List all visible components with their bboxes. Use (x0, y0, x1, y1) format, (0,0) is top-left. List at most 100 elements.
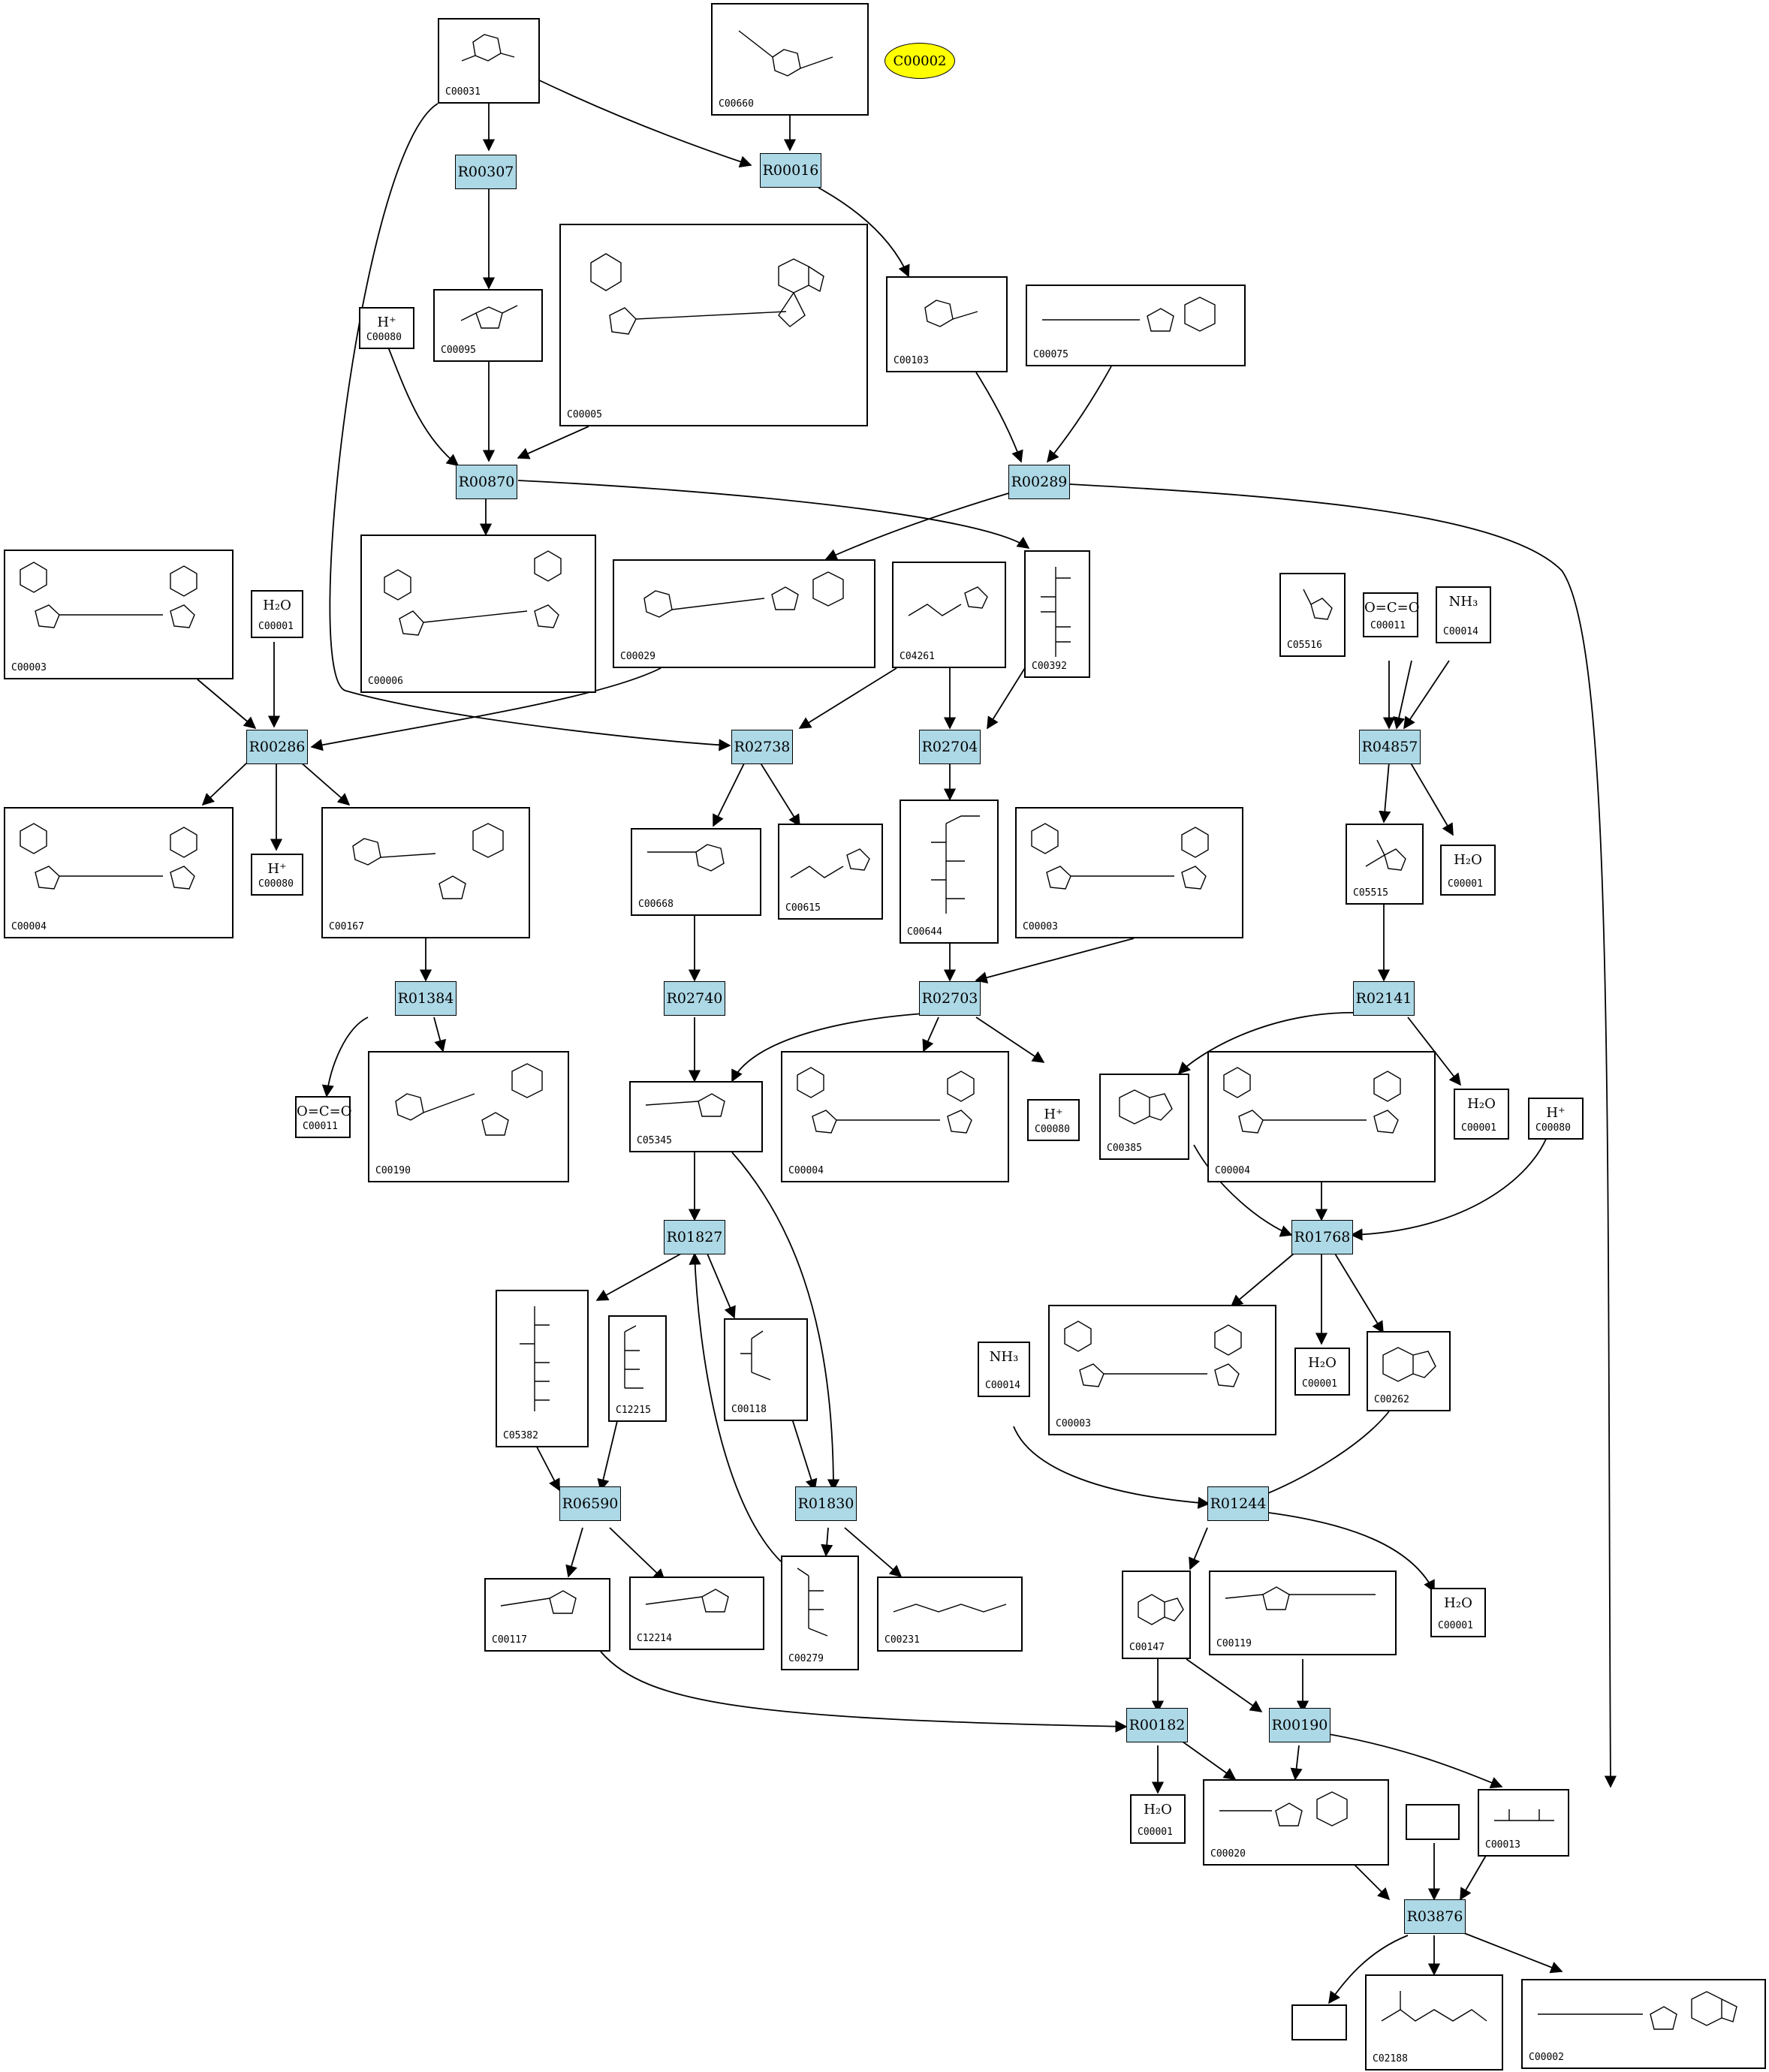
compound-c00644[interactable]: C00644 (900, 800, 999, 944)
reaction-R03876[interactable]: R03876 (1404, 1899, 1466, 1934)
reaction-R01768[interactable]: R01768 (1291, 1220, 1353, 1254)
compound-c05515[interactable]: C05515 (1346, 824, 1424, 905)
compound-c00011b[interactable]: O=C=O C00011 (295, 1096, 351, 1138)
compound-c12214[interactable]: C12214 (629, 1577, 764, 1650)
compound-c00001c[interactable]: H₂O C00001 (1454, 1089, 1509, 1140)
unnamed-compound-box[interactable] (1291, 2004, 1347, 2040)
compound-c00231[interactable]: C00231 (877, 1577, 1023, 1652)
compound-c05345[interactable]: C05345 (629, 1081, 763, 1152)
compound-c04261[interactable]: C04261 (892, 562, 1006, 668)
compound-id: C00147 (1129, 1642, 1165, 1653)
compound-id: C00004 (1215, 1165, 1250, 1176)
edge (1379, 761, 1391, 824)
compound-c00167[interactable]: C00167 (321, 807, 530, 938)
compound-c00075[interactable]: C00075 (1026, 285, 1246, 366)
compound-c05382[interactable]: C05382 (496, 1290, 589, 1447)
edge (565, 1527, 583, 1578)
compound-id: C02188 (1373, 2053, 1408, 2064)
reaction-R06590[interactable]: R06590 (559, 1486, 621, 1521)
compound-id: C00668 (638, 899, 674, 910)
reaction-R02141[interactable]: R02141 (1353, 981, 1415, 1016)
compound-c00003b[interactable]: C00003 (1015, 807, 1243, 938)
compound-c00080c[interactable]: H⁺ C00080 (1027, 1099, 1080, 1141)
compound-c00006[interactable]: C00006 (360, 535, 596, 693)
compound-c00001b[interactable]: H₂O C00001 (1440, 845, 1496, 896)
highlighted-compound-c00002[interactable]: C00002 (884, 43, 955, 79)
compound-c00118[interactable]: C00118 (724, 1318, 808, 1421)
compound-c00119[interactable]: C00119 (1209, 1571, 1397, 1655)
compound-c00001e[interactable]: H₂O C00001 (1430, 1588, 1486, 1637)
compound-c00004c[interactable]: C00004 (1207, 1051, 1436, 1182)
reaction-R01244[interactable]: R01244 (1207, 1486, 1269, 1521)
compound-c00080a[interactable]: H⁺ C00080 (359, 307, 414, 349)
compound-c00031[interactable]: C00031 (438, 18, 540, 104)
compound-c00668[interactable]: C00668 (631, 828, 761, 916)
compound-c05516[interactable]: C05516 (1279, 573, 1346, 657)
compound-c00117[interactable]: C00117 (484, 1578, 610, 1652)
compound-formula: H₂O (1308, 1355, 1337, 1371)
compound-id: C04261 (900, 651, 935, 662)
reaction-R00016[interactable]: R00016 (760, 153, 821, 188)
compound-c00029[interactable]: C00029 (613, 559, 875, 668)
compound-c02188[interactable]: C02188 (1365, 1974, 1503, 2070)
compound-c00615[interactable]: C00615 (778, 824, 883, 920)
reaction-R00870[interactable]: R00870 (456, 465, 517, 499)
reaction-R00190[interactable]: R00190 (1269, 1708, 1331, 1742)
compound-c00014b[interactable]: NH₃ C00014 (978, 1342, 1030, 1397)
compound-c00262[interactable]: C00262 (1367, 1331, 1451, 1411)
compound-c00001f[interactable]: H₂O C00001 (1130, 1794, 1186, 1844)
compound-c00103[interactable]: C00103 (886, 276, 1008, 372)
compound-c00011a[interactable]: O=C=O C00011 (1363, 592, 1419, 637)
compound-c00660[interactable]: C00660 (711, 3, 869, 116)
compound-c00080d[interactable]: H⁺ C00080 (1528, 1098, 1584, 1140)
compound-id: C00003 (1056, 1418, 1091, 1429)
reaction-R02740[interactable]: R02740 (664, 981, 725, 1016)
compound-c00095[interactable]: C00095 (433, 289, 543, 362)
reaction-R00182[interactable]: R00182 (1126, 1708, 1188, 1742)
compound-formula: H₂O (1467, 1096, 1496, 1112)
compound-c00020[interactable]: C00020 (1203, 1779, 1389, 1866)
compound-c00001a[interactable]: H₂O C00001 (251, 590, 303, 638)
compound-c00005[interactable]: C00005 (559, 224, 868, 426)
unnamed-compound-box[interactable] (1406, 1804, 1460, 1840)
compound-c00147[interactable]: C00147 (1122, 1571, 1191, 1659)
edge (600, 1651, 1128, 1733)
reaction-R01827[interactable]: R01827 (664, 1220, 725, 1254)
compound-c00080b[interactable]: H⁺ C00080 (251, 854, 303, 896)
compound-id: C00005 (567, 409, 602, 420)
compound-c00385[interactable]: C00385 (1099, 1074, 1189, 1160)
compound-c00392[interactable]: C00392 (1024, 550, 1090, 678)
structure-glyph (1381, 1991, 1487, 2022)
reaction-R01830[interactable]: R01830 (795, 1486, 857, 1521)
compound-c00190[interactable]: C00190 (368, 1051, 569, 1182)
edge (1186, 1658, 1263, 1712)
edge (1193, 1144, 1293, 1237)
compound-id: C05382 (503, 1430, 538, 1441)
edge (713, 761, 746, 827)
compound-c00003a[interactable]: C00003 (4, 550, 234, 679)
reaction-R00307[interactable]: R00307 (455, 155, 517, 189)
compound-id: C00231 (884, 1634, 920, 1646)
reaction-R02703[interactable]: R02703 (919, 981, 981, 1016)
compound-c00013[interactable]: C00013 (1478, 1789, 1569, 1857)
compound-c00002[interactable]: C00002 (1521, 1979, 1766, 2069)
compound-c12215[interactable]: C12215 (608, 1315, 667, 1422)
compound-c00004a[interactable]: C00004 (4, 807, 234, 938)
reaction-R00289[interactable]: R00289 (1008, 465, 1070, 499)
reaction-R00286[interactable]: R00286 (246, 730, 308, 764)
compound-c00014a[interactable]: NH₃ C00014 (1436, 586, 1491, 643)
compound-formula: H⁺ (1044, 1107, 1063, 1122)
compound-c00004b[interactable]: C00004 (781, 1051, 1009, 1182)
structure-glyph (1042, 297, 1216, 332)
compound-c00001d[interactable]: H₂O C00001 (1294, 1348, 1350, 1396)
compound-c00003c[interactable]: C00003 (1048, 1305, 1276, 1435)
reaction-R04857[interactable]: R04857 (1359, 730, 1421, 764)
compound-c00279[interactable]: C00279 (781, 1556, 859, 1670)
reaction-R02738[interactable]: R02738 (731, 730, 793, 764)
compound-id: C00002 (1529, 2052, 1564, 2063)
structure-glyph (395, 1063, 543, 1136)
reaction-R01384[interactable]: R01384 (395, 981, 457, 1016)
edge (798, 667, 897, 729)
reaction-R02704[interactable]: R02704 (919, 730, 981, 764)
compound-id: C00003 (11, 662, 47, 673)
